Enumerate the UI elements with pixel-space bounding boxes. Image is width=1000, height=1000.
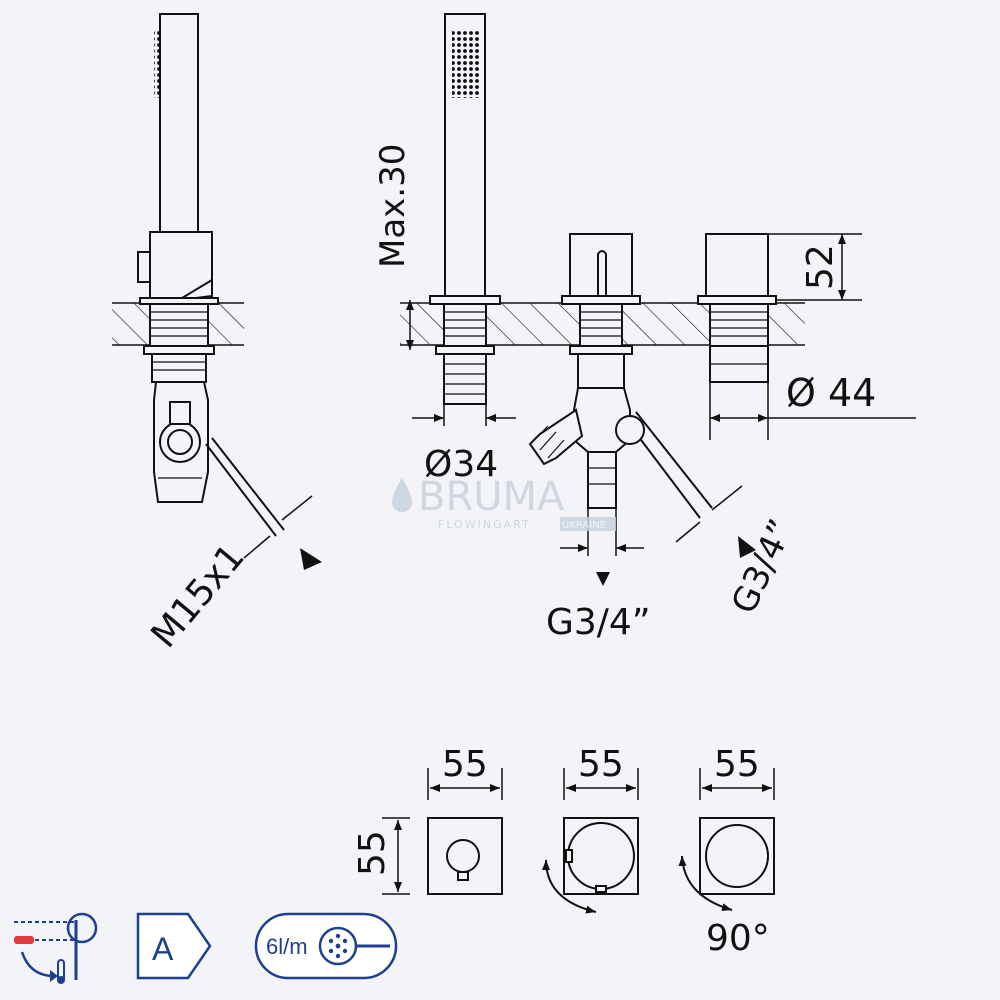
energy-class-label: A bbox=[152, 931, 174, 967]
mixer-temperature-icon bbox=[14, 912, 98, 984]
dim-d34 bbox=[412, 404, 516, 426]
label-m15x1: M15x1 bbox=[143, 537, 252, 656]
front-view-diverter bbox=[697, 233, 777, 383]
dim-d44 bbox=[709, 382, 916, 440]
front-view-hand-shower bbox=[429, 13, 501, 405]
rotation-arrow-diverter bbox=[678, 855, 733, 912]
label-max30: Max.30 bbox=[373, 144, 413, 268]
label-55-h: 55 bbox=[352, 830, 393, 876]
dim-g34-down bbox=[560, 508, 644, 586]
label-g34-down: G3/4” bbox=[546, 602, 650, 643]
top-view-shower bbox=[427, 817, 503, 895]
front-view-mixer bbox=[561, 233, 641, 509]
hand-shower-flow-icon: 6l/m bbox=[254, 912, 398, 980]
label-55-b: 55 bbox=[578, 744, 624, 785]
watermark-region: UKRAINE bbox=[562, 520, 606, 531]
mixer-left-inlet bbox=[528, 408, 584, 466]
rotation-arrow-mixer bbox=[542, 859, 597, 914]
label-d34: Ø34 bbox=[424, 444, 498, 485]
flow-rate-label: 6l/m bbox=[266, 934, 308, 959]
shower-hose-line bbox=[205, 437, 285, 537]
mixer-right-inlet bbox=[615, 411, 713, 519]
label-55-c: 55 bbox=[714, 744, 760, 785]
label-55-a: 55 bbox=[442, 744, 488, 785]
label-d44: Ø 44 bbox=[786, 371, 876, 415]
dim-m15x1 bbox=[243, 495, 322, 570]
side-view-hand-shower bbox=[137, 13, 219, 503]
dim-55-widths bbox=[382, 768, 775, 895]
top-view-mixer bbox=[563, 817, 639, 895]
label-52: 52 bbox=[800, 244, 841, 290]
watermark-tagline: FLOWINGART bbox=[438, 518, 531, 531]
label-g34-angle: G3/4” bbox=[724, 513, 802, 619]
label-90-degrees: 90° bbox=[706, 918, 770, 959]
dim-g34-angle bbox=[675, 485, 756, 558]
watermark-brand: BRUMA bbox=[418, 474, 565, 520]
energy-class-badge: A bbox=[136, 912, 212, 980]
top-view-diverter bbox=[699, 817, 775, 895]
watermark-logo: BRUMA FLOWINGART UKRAINE bbox=[392, 474, 616, 531]
dim-52 bbox=[768, 233, 862, 301]
